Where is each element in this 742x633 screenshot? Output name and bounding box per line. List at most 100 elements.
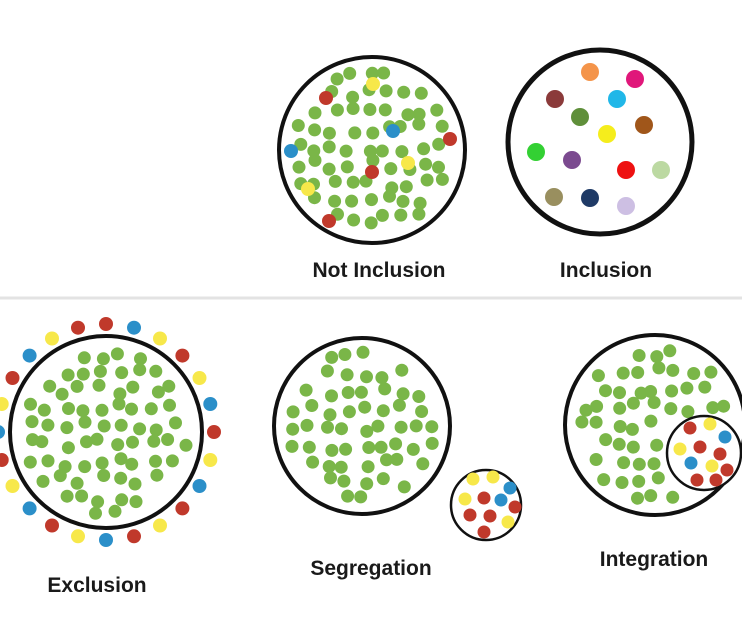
member-dot-green: [36, 474, 50, 488]
member-dot-green: [366, 153, 380, 167]
member-dot-green: [420, 173, 434, 187]
member-dot-green: [396, 194, 410, 208]
diverse-member-dot: [626, 70, 644, 88]
member-dot-green: [615, 476, 629, 489]
member-dot-green: [425, 420, 439, 434]
integrated-dot: [713, 447, 727, 461]
member-dot-green: [644, 385, 658, 398]
member-dot-green: [345, 194, 359, 208]
member-dot-green: [626, 396, 640, 410]
member-dot-green: [432, 137, 446, 151]
excluded-dot: [0, 453, 9, 467]
member-dot-green: [125, 402, 138, 416]
member-dot-green: [179, 438, 193, 452]
excluded-dot: [22, 348, 37, 363]
member-dot-green: [666, 490, 680, 504]
minority-dot: [284, 144, 298, 158]
member-dot-green: [55, 387, 69, 401]
segregated-dot: [477, 491, 491, 505]
member-dot-green: [412, 390, 426, 403]
integrated-dot: [683, 421, 697, 435]
member-dot-green: [308, 106, 322, 120]
member-dot-green: [60, 421, 74, 435]
member-dot-green: [650, 350, 664, 364]
member-dot-green: [632, 457, 646, 471]
member-dot-green: [321, 420, 334, 434]
member-dot-green: [70, 476, 84, 490]
member-dot-green: [360, 477, 374, 491]
member-dot-green: [302, 440, 316, 454]
excluded-dot: [207, 425, 221, 439]
member-dot-green: [108, 504, 122, 518]
label-not-inclusion: Not Inclusion: [312, 259, 446, 282]
segregation-main-circle: [272, 336, 452, 516]
segregated-dot: [503, 481, 517, 495]
member-dot-green: [60, 489, 74, 503]
member-dot-green: [126, 380, 140, 394]
member-dot-green: [162, 379, 176, 393]
member-dot-green: [25, 415, 39, 429]
member-dot-green: [379, 84, 393, 98]
diverse-member-dot: [546, 90, 564, 108]
segregated-dot: [508, 500, 522, 514]
member-dot-green: [330, 72, 344, 86]
member-dot-green: [612, 437, 626, 451]
minority-dot: [401, 156, 415, 170]
member-dot-green: [378, 382, 392, 396]
member-dot-green: [286, 422, 300, 436]
member-dot-green: [80, 435, 93, 449]
segregated-dot: [486, 470, 500, 484]
member-dot-green: [599, 384, 612, 398]
member-dot-green: [292, 160, 306, 174]
diverse-member-dot: [563, 151, 581, 169]
excluded-dot: [45, 331, 59, 346]
member-dot-green: [597, 473, 611, 487]
member-dot-green: [115, 366, 129, 380]
excluded-dot: [71, 529, 85, 544]
minority-dot: [319, 91, 333, 105]
member-dot-green: [133, 363, 147, 377]
member-dot-green: [632, 349, 646, 362]
member-dot-green: [363, 103, 377, 116]
member-dot-green: [390, 452, 404, 466]
excluded-dot: [175, 501, 190, 516]
diverse-member-dot: [581, 189, 599, 207]
member-dot-green: [613, 401, 627, 415]
member-dot-green: [378, 103, 392, 117]
member-dot-green: [165, 454, 179, 468]
member-dot-green: [397, 85, 411, 99]
member-dot-green: [432, 160, 445, 174]
member-dot-green: [376, 404, 390, 418]
member-dot-green: [77, 351, 91, 365]
member-dot-green: [325, 443, 339, 457]
member-dot-green: [325, 389, 338, 403]
member-dot-green: [383, 189, 396, 203]
member-dot-green: [616, 366, 630, 380]
member-dot-green: [161, 433, 175, 446]
diverse-member-dot: [617, 197, 635, 215]
member-dot-green: [666, 363, 680, 377]
diverse-member-dot: [545, 188, 563, 206]
member-dot-green: [307, 144, 321, 158]
member-dot-green: [340, 160, 354, 174]
member-dot-green: [631, 491, 644, 505]
member-dot-green: [76, 367, 90, 381]
member-dot-green: [90, 432, 104, 446]
excluded-dot: [22, 501, 37, 516]
member-dot-green: [680, 381, 694, 395]
member-dot-green: [41, 454, 55, 468]
member-dot-green: [23, 455, 37, 469]
member-dot-green: [129, 495, 143, 509]
member-dot-green: [149, 454, 162, 468]
member-dot-green: [151, 385, 165, 399]
label-exclusion: Exclusion: [47, 574, 147, 597]
member-dot-green: [341, 386, 355, 399]
member-dot-green: [365, 193, 378, 207]
member-dot-green: [150, 468, 164, 482]
member-dot-green: [377, 66, 391, 80]
integrated-dot: [705, 459, 719, 473]
member-dot-green: [128, 477, 142, 491]
diverse-member-dot: [635, 116, 653, 134]
member-dot-green: [644, 414, 658, 428]
member-dot-green: [591, 369, 605, 383]
